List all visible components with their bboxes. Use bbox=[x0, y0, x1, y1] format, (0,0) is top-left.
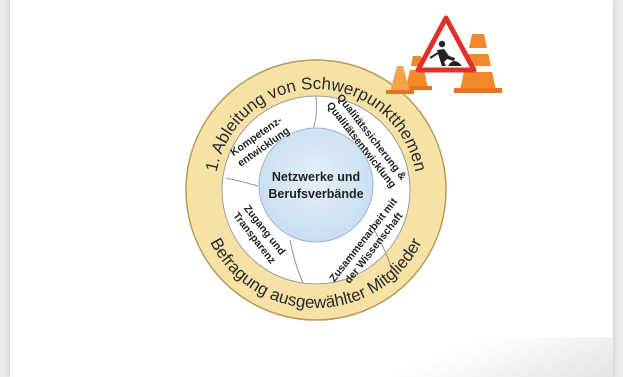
page-fold-shadow bbox=[393, 337, 613, 377]
center-circle bbox=[258, 127, 374, 243]
center-label-line2: Berufsverbände bbox=[268, 187, 363, 201]
divider-bottom bbox=[289, 239, 304, 284]
center-label-line1: Netzwerke und bbox=[272, 170, 360, 184]
traffic-cone-icon bbox=[454, 34, 502, 93]
divider-left bbox=[225, 177, 259, 187]
traffic-cone-icon bbox=[386, 66, 414, 94]
roadwork-sign-icon bbox=[386, 15, 502, 94]
divider-right bbox=[371, 225, 393, 271]
